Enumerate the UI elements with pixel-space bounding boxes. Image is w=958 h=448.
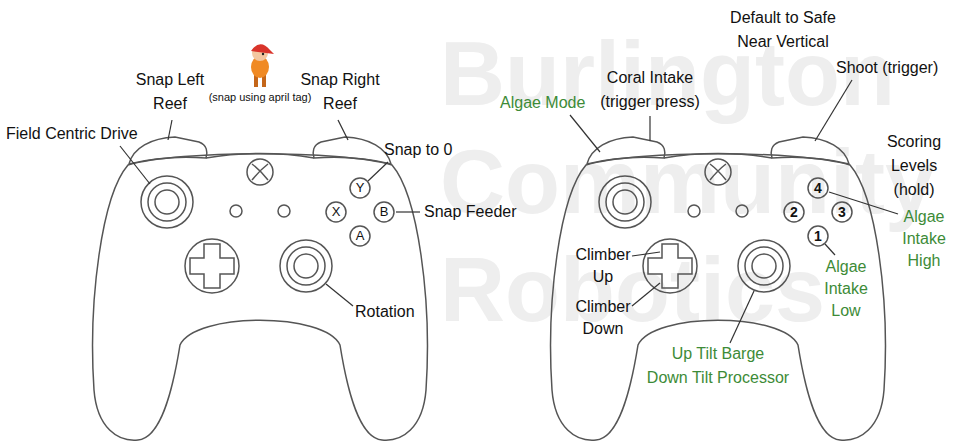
button-number: 4 — [808, 178, 828, 198]
label-box: Climber Up — [570, 244, 636, 288]
label-box: Algae Intake Low — [818, 256, 874, 322]
control-label: Climber Up — [570, 244, 636, 288]
control-label: Shoot (trigger) — [836, 58, 938, 78]
label-box: Field Centric Drive — [6, 124, 138, 144]
leader-line — [649, 116, 650, 141]
label-box: Climber Down — [570, 296, 636, 340]
label-box: Snap to 0 — [384, 140, 453, 160]
leader-line — [168, 120, 172, 140]
control-label: Coral Intake (trigger press) — [580, 66, 720, 114]
button-number: 2 — [784, 202, 804, 222]
control-label: Scoring Levels (hold) — [878, 130, 950, 202]
mode-label: Up Tilt Barge — [633, 344, 803, 364]
mascot-hair — [251, 44, 274, 54]
label-box: A — [350, 226, 370, 246]
label-box: 3 — [832, 202, 852, 222]
label-box: Snap Right Reef — [295, 68, 385, 116]
mode-label: Algae Mode — [500, 93, 585, 113]
control-label: Snap to 0 — [384, 140, 453, 160]
label-box: Default to Safe Near Vertical — [713, 6, 853, 54]
label-box: 4 — [808, 178, 828, 198]
control-label: Field Centric Drive — [6, 124, 138, 144]
leader-line — [326, 284, 353, 306]
label-box: Algae Mode — [500, 93, 585, 113]
mode-label: Down Tilt Processor — [633, 368, 803, 388]
label-box: Snap Feeder — [424, 202, 517, 222]
button-number: 3 — [832, 202, 852, 222]
driver-controller — [93, 137, 428, 440]
button-letter: B — [374, 202, 394, 222]
label-box: 1 — [808, 226, 828, 246]
mascot-eye — [262, 53, 264, 55]
leader-line — [368, 162, 388, 181]
label-box: Up Tilt Barge — [633, 344, 803, 364]
leader-line — [825, 244, 835, 255]
control-label: Default to Safe Near Vertical — [713, 6, 853, 54]
label-box: Snap Left Reef — [125, 68, 215, 116]
control-label: Snap Right Reef — [295, 68, 385, 116]
label-box: Coral Intake (trigger press) — [580, 66, 720, 114]
leader-line — [338, 120, 348, 140]
label-box: X — [326, 202, 346, 222]
note-text: (snap using april tag) — [185, 90, 335, 104]
leader-line — [120, 146, 150, 184]
label-box: Down Tilt Processor — [633, 368, 803, 388]
leader-line — [396, 211, 420, 212]
mode-label: Algae Intake High — [896, 206, 952, 272]
control-label: Snap Left Reef — [125, 68, 215, 116]
control-label: Snap Feeder — [424, 202, 517, 222]
label-box: (snap using april tag) — [185, 90, 335, 104]
label-box: Rotation — [355, 302, 415, 322]
control-label: Rotation — [355, 302, 415, 322]
button-letter: X — [326, 202, 346, 222]
mascot-figure — [251, 44, 274, 87]
mode-label: Algae Intake Low — [818, 256, 874, 322]
label-box: B — [374, 202, 394, 222]
label-box: Algae Intake High — [896, 206, 952, 272]
label-box: 2 — [784, 202, 804, 222]
label-box: Shoot (trigger) — [836, 58, 938, 78]
control-label: Climber Down — [570, 296, 636, 340]
button-letter: Y — [350, 178, 370, 198]
button-letter: A — [350, 226, 370, 246]
button-number: 1 — [808, 226, 828, 246]
label-box: Y — [350, 178, 370, 198]
label-box: Scoring Levels (hold) — [878, 130, 950, 202]
